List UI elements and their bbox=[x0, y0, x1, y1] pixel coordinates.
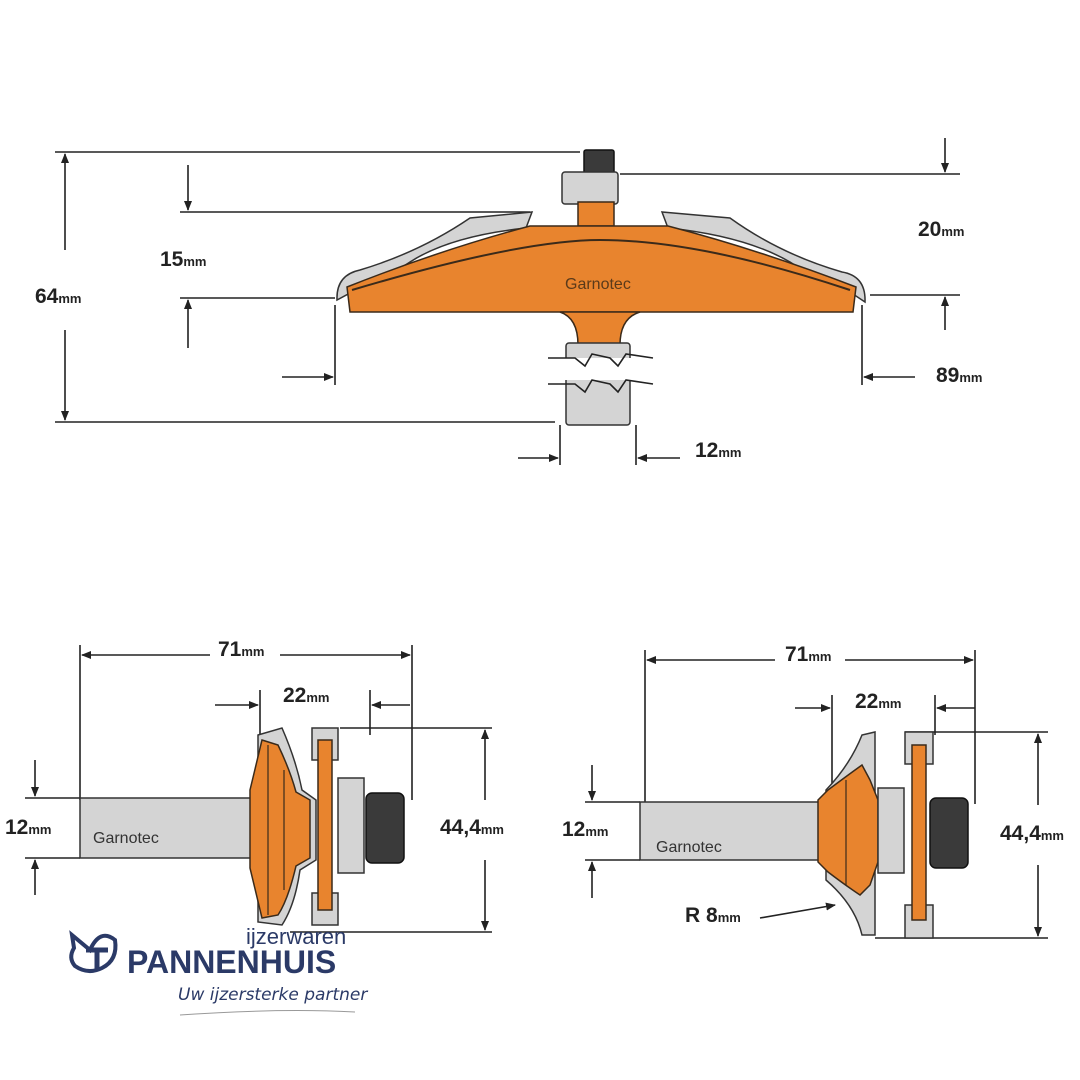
dim-label-22: 22mm bbox=[283, 684, 329, 707]
dim-label-64: 64mm bbox=[35, 285, 81, 308]
dim-label-71: 71mm bbox=[785, 643, 831, 666]
top-bit-body: Garnotec bbox=[336, 149, 866, 426]
top-raised-panel-bit: Garnotec 64mm 15mm 20mm 89mm 12mm bbox=[35, 138, 982, 465]
dim-label-20: 20mm bbox=[918, 218, 964, 241]
logo-t-icon bbox=[86, 947, 108, 970]
dim-label-r8: R 8mm bbox=[685, 904, 741, 927]
bottom-right-bit-body: Garnotec bbox=[639, 731, 969, 939]
logo-tagline: Uw ijzersterke partner bbox=[178, 985, 368, 1005]
brand-label: Garnotec bbox=[93, 830, 159, 847]
bottom-right-stile-bit: Garnotec 71mm 22mm 44,4mm 12mm R 8mm bbox=[562, 643, 1064, 939]
dim-label-12: 12mm bbox=[5, 816, 51, 839]
dim-label-71: 71mm bbox=[218, 638, 264, 661]
dim-label-44-4: 44,4mm bbox=[440, 816, 504, 839]
bottom-left-bit-body: Garnotec bbox=[79, 727, 405, 926]
dimension-lines-bottom-left bbox=[25, 645, 492, 933]
dimension-lines-bottom-right bbox=[585, 650, 1048, 939]
dim-label-15: 15mm bbox=[160, 248, 206, 271]
dim-label-44-4: 44,4mm bbox=[1000, 822, 1064, 845]
dimension-lines-top bbox=[55, 138, 960, 465]
dim-label-22: 22mm bbox=[855, 690, 901, 713]
bottom-left-rail-bit: Garnotec 71mm 22mm 44,4mm 12mm bbox=[5, 638, 504, 933]
brand-label: Garnotec bbox=[565, 276, 631, 293]
brand-label: Garnotec bbox=[656, 839, 722, 856]
dim-label-12: 12mm bbox=[562, 818, 608, 841]
logo-top-word: ijzerwaren bbox=[246, 924, 346, 949]
dim-label-89: 89mm bbox=[936, 364, 982, 387]
logo-name: PANNENHUIS bbox=[127, 944, 336, 980]
dim-label-12: 12mm bbox=[695, 439, 741, 462]
pannenhuis-logo: ijzerwaren PANNENHUIS Uw ijzersterke par… bbox=[69, 924, 368, 1016]
